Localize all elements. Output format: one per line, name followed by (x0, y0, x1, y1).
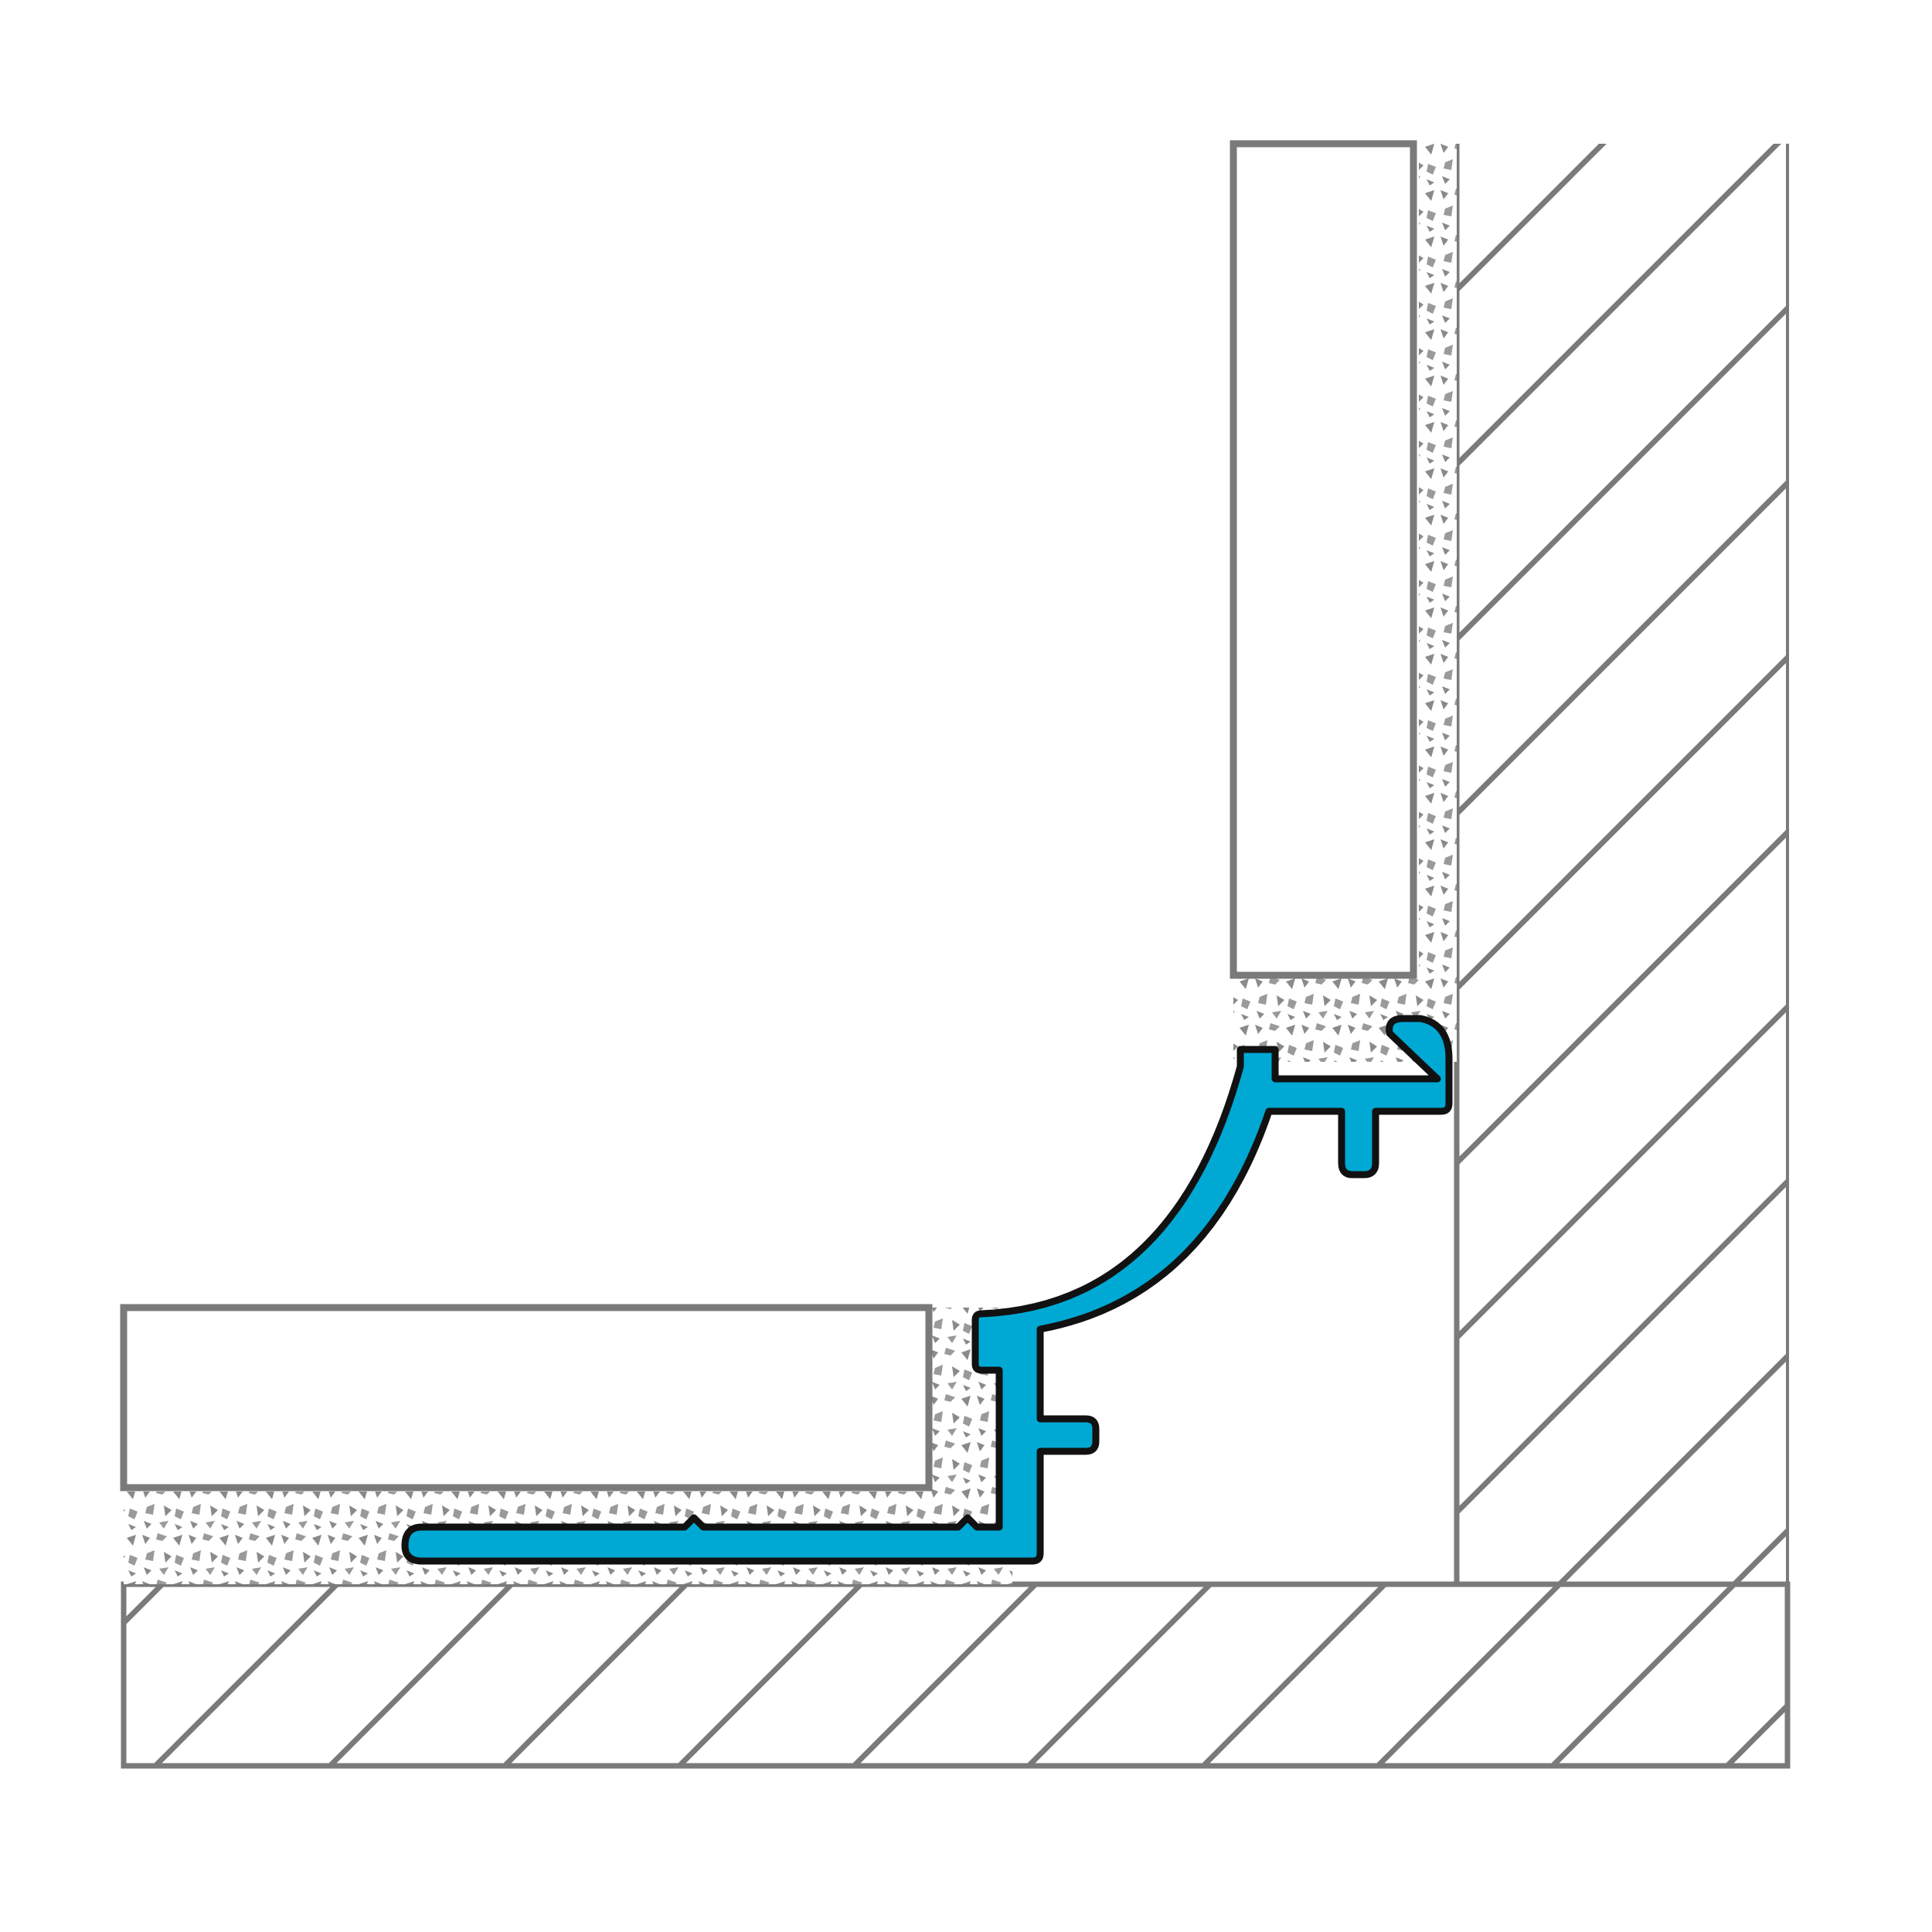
wall-substrate (1454, 144, 1789, 1584)
floor-tile (120, 1304, 933, 1492)
wall-tile (1230, 140, 1417, 979)
cove-profile (401, 1015, 1453, 1565)
floor-substrate (121, 1581, 1791, 1769)
